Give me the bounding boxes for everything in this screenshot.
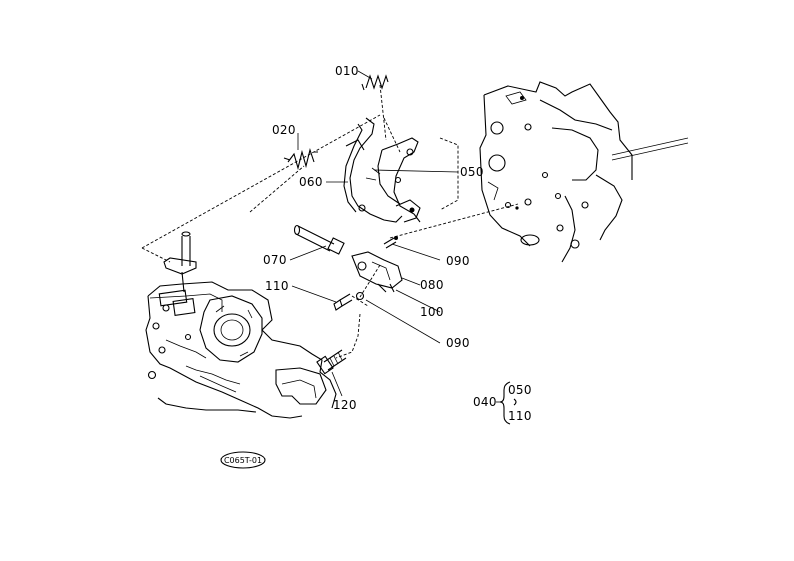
callout-110: 110 xyxy=(265,279,289,293)
assembly-parent-040: 040 xyxy=(473,395,497,409)
callout-080: 080 xyxy=(420,278,444,292)
callout-090-lower: 090 xyxy=(446,336,470,350)
callout-100: 100 xyxy=(420,305,444,319)
part-020-spring xyxy=(283,148,318,171)
part-050-lever-plate xyxy=(365,137,421,223)
callout-120: 120 xyxy=(333,398,357,412)
callout-090-upper: 090 xyxy=(446,254,470,268)
part-110-bolt xyxy=(333,293,353,311)
callout-050: 050 xyxy=(460,165,484,179)
part-120-stud xyxy=(316,349,347,375)
assembly-child-050: 050 xyxy=(508,383,532,397)
assembly-note: 040 050 110 xyxy=(473,381,532,425)
part-070-shaft xyxy=(293,224,345,255)
reference-code-badge: C065T-01 xyxy=(220,451,266,469)
rod-and-mount xyxy=(163,231,197,293)
gear-case-housing xyxy=(145,281,337,419)
part-010-spring xyxy=(361,74,389,91)
callout-070: 070 xyxy=(263,253,287,267)
part-090-washer-lower xyxy=(355,291,365,301)
reference-code: C065T-01 xyxy=(224,456,262,465)
assembly-guide-lines xyxy=(141,84,519,359)
engine-block xyxy=(479,81,689,263)
part-080-bracket xyxy=(351,251,403,293)
callout-010: 010 xyxy=(335,64,359,78)
leader-lines xyxy=(289,70,459,397)
part-090-pin-upper xyxy=(383,236,398,249)
callout-020: 020 xyxy=(272,123,296,137)
callout-060: 060 xyxy=(299,175,323,189)
assembly-child-110: 110 xyxy=(508,409,532,423)
part-060-lever xyxy=(343,117,403,223)
